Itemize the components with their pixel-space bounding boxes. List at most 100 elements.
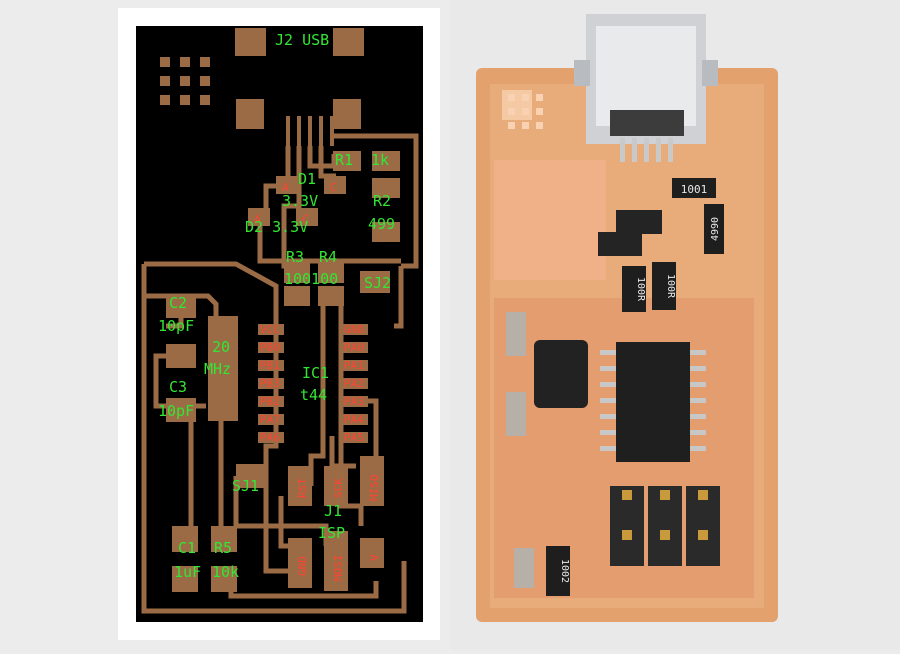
j1-value: ISP xyxy=(318,524,345,542)
isp-pin-label: SCK xyxy=(332,478,345,498)
d2-label: D2 3.3V xyxy=(245,218,308,236)
r3-pad xyxy=(284,286,310,306)
d2-pad xyxy=(296,208,318,226)
usb-pad xyxy=(333,28,364,56)
d2-cathode-mark: C xyxy=(302,213,309,226)
r4-pad xyxy=(318,286,344,306)
resistor-1002 xyxy=(546,546,570,596)
ic-pin-label: PA4 xyxy=(344,413,364,426)
resistor-100r xyxy=(652,262,676,310)
crystal-pad xyxy=(208,316,238,386)
resistor-1001-marking: 1001 xyxy=(681,183,708,196)
r1-value: 1k xyxy=(371,151,389,169)
sj1-pad xyxy=(236,464,266,488)
d2-pad xyxy=(248,208,270,226)
c3-pad xyxy=(166,398,196,422)
sj2-pad xyxy=(360,271,390,293)
isp-pin-label: MOSI xyxy=(332,555,345,582)
resistor-1002-marking: 1002 xyxy=(559,559,570,583)
capacitor xyxy=(514,548,534,588)
crystal xyxy=(534,340,588,408)
c1-label: C1 xyxy=(178,539,196,557)
resistor-4990 xyxy=(704,204,724,254)
isp-pin-label: V xyxy=(368,554,381,561)
r2-pad xyxy=(372,178,400,198)
crystal-label-top: 20 xyxy=(212,338,230,356)
ic-pin-label: VCC xyxy=(260,323,280,336)
c1-value: 1uF xyxy=(174,563,201,581)
c3-value: 10pF xyxy=(158,402,194,420)
ic-pin-label: PB0 xyxy=(260,341,280,354)
resistor-1001 xyxy=(672,178,716,198)
board-photo: 1001 4990 100R 100R xyxy=(476,14,778,622)
r5-value: 10k xyxy=(212,563,239,581)
ic1-value: t44 xyxy=(300,386,327,404)
r3-pad xyxy=(284,263,310,283)
ic-pin-label: PB3 xyxy=(260,377,280,390)
r1-pad xyxy=(333,151,361,171)
resistor-100r-marking: 100R xyxy=(635,277,646,302)
ic-pin-label: PB2 xyxy=(260,395,280,408)
ic-pin-label: PB1 xyxy=(260,359,280,372)
d1-label: D1 xyxy=(298,170,316,188)
ic-pin-label: PA5 xyxy=(344,431,364,444)
pcb-layout-board: A C A C VCC PB0 PB1 PB3 PB2 PA7 PA6 GND … xyxy=(136,26,423,622)
ic-pin-label: PA0 xyxy=(344,341,364,354)
r2-pad xyxy=(372,222,400,242)
usb-pad xyxy=(235,28,266,56)
ic1-label: IC1 xyxy=(302,364,329,382)
isp-pin-label: GND xyxy=(296,556,309,576)
r4-label: R4 xyxy=(319,248,337,266)
r2-value: 499 xyxy=(368,215,395,233)
c2-pad xyxy=(166,294,196,318)
d1-anode-mark: A xyxy=(282,181,289,194)
pcb-layout-panel: A C A C VCC PB0 PB1 PB3 PB2 PA7 PA6 GND … xyxy=(0,0,450,650)
ic-pin-label: PA7 xyxy=(260,413,280,426)
r1-pad xyxy=(372,151,400,171)
isp-header xyxy=(610,486,720,566)
d1-pad xyxy=(276,176,298,194)
d1-pad xyxy=(324,176,346,194)
r5-label: R5 xyxy=(214,539,232,557)
sj1-label: SJ1 xyxy=(232,477,259,495)
c3-label: C3 xyxy=(169,378,187,396)
ic-pin-label: GND xyxy=(344,323,364,336)
isp-pin-label: RST xyxy=(296,478,309,498)
d1-cathode-mark: C xyxy=(330,181,337,194)
r5-pad xyxy=(211,526,237,552)
usb-pad xyxy=(236,99,264,129)
pcb-layout-drawing: A C A C VCC PB0 PB1 PB3 PB2 PA7 PA6 GND … xyxy=(141,28,419,614)
r2-label: R2 xyxy=(373,192,391,210)
ic-pin-label: PA6 xyxy=(260,431,280,444)
c1-pad xyxy=(172,566,198,592)
r3-label: R3 xyxy=(286,248,304,266)
resistor-100r xyxy=(622,266,646,312)
j2-label: J2 USB xyxy=(275,31,329,49)
resistor-100r-marking: 100R xyxy=(665,274,676,299)
j1-label: J1 xyxy=(324,502,342,520)
d2-anode-mark: A xyxy=(254,213,261,226)
crystal-label-bottom: MHz xyxy=(204,360,231,378)
capacitor xyxy=(506,392,526,436)
sj2-label: SJ2 xyxy=(364,274,391,292)
resistor-4990-marking: 4990 xyxy=(710,217,721,241)
r1-label: R1 xyxy=(335,151,353,169)
ic-pin-label: PA1 xyxy=(344,359,364,372)
r3-r4-value: 100100 xyxy=(284,270,338,288)
zener-diode xyxy=(598,232,642,256)
ic-pin-label: PA3 xyxy=(344,395,364,408)
c2-label: C2 xyxy=(169,294,187,312)
c3-pad xyxy=(166,344,196,368)
r5-pad xyxy=(211,566,237,592)
isp-pin-label: MISO xyxy=(368,475,381,502)
capacitor xyxy=(506,312,526,356)
usb-pad xyxy=(333,99,361,129)
d1-value: 3.3V xyxy=(282,192,318,210)
c2-value: 10pF xyxy=(158,317,194,335)
r4-pad xyxy=(318,263,344,283)
board-photo-panel: 1001 4990 100R 100R xyxy=(450,0,900,650)
zener-diode xyxy=(616,210,662,234)
microcontroller xyxy=(616,342,690,462)
ic-pin-label: PA2 xyxy=(344,377,364,390)
crystal-pad xyxy=(208,376,238,421)
